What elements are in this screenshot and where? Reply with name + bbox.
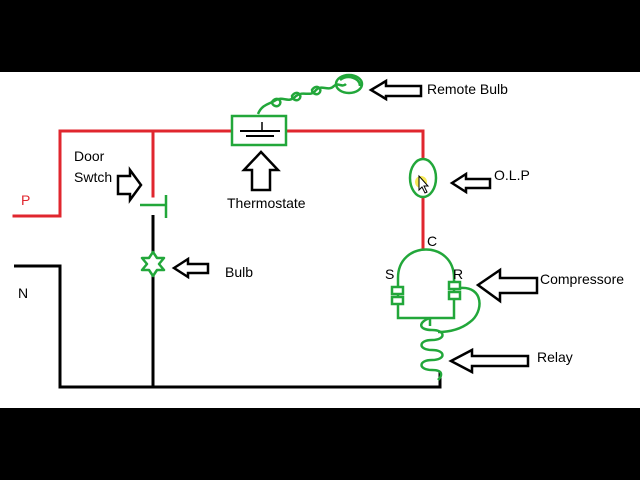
thermostat-symbol [230,114,288,147]
label-n: N [18,285,28,301]
arrow-relay [448,347,530,375]
label-door-line1: Door [74,148,105,164]
label-remote-bulb: Remote Bulb [427,81,508,97]
arrows [116,78,539,375]
label-door-line2: Swtch [74,169,112,185]
label-olp: O.L.P [494,167,530,183]
label-s: S [385,266,394,282]
label-thermostat: Thermostate [227,195,306,211]
label-bulb: Bulb [225,264,253,280]
label-compressor: Compressore [540,271,624,287]
remote-bulb-symbol [256,73,364,115]
arrow-compressor [475,267,539,304]
compressor-symbol [390,248,462,320]
door-switch-symbol [140,195,168,218]
label-c: C [427,233,437,249]
label-p: P [21,192,30,208]
arrow-remote-bulb [368,78,423,102]
relay-symbol [420,286,481,381]
label-r: R [453,266,463,282]
arrow-bulb [171,256,210,280]
diagram-canvas [0,72,640,408]
neutral-wire [14,215,442,389]
arrow-olp [449,171,492,195]
arrow-door-switch [116,166,143,204]
bulb-star-symbol [140,250,166,278]
arrow-thermostat [241,150,281,192]
live-wire [12,129,425,250]
cursor-pointer-icon [418,174,430,194]
label-relay: Relay [537,349,573,365]
